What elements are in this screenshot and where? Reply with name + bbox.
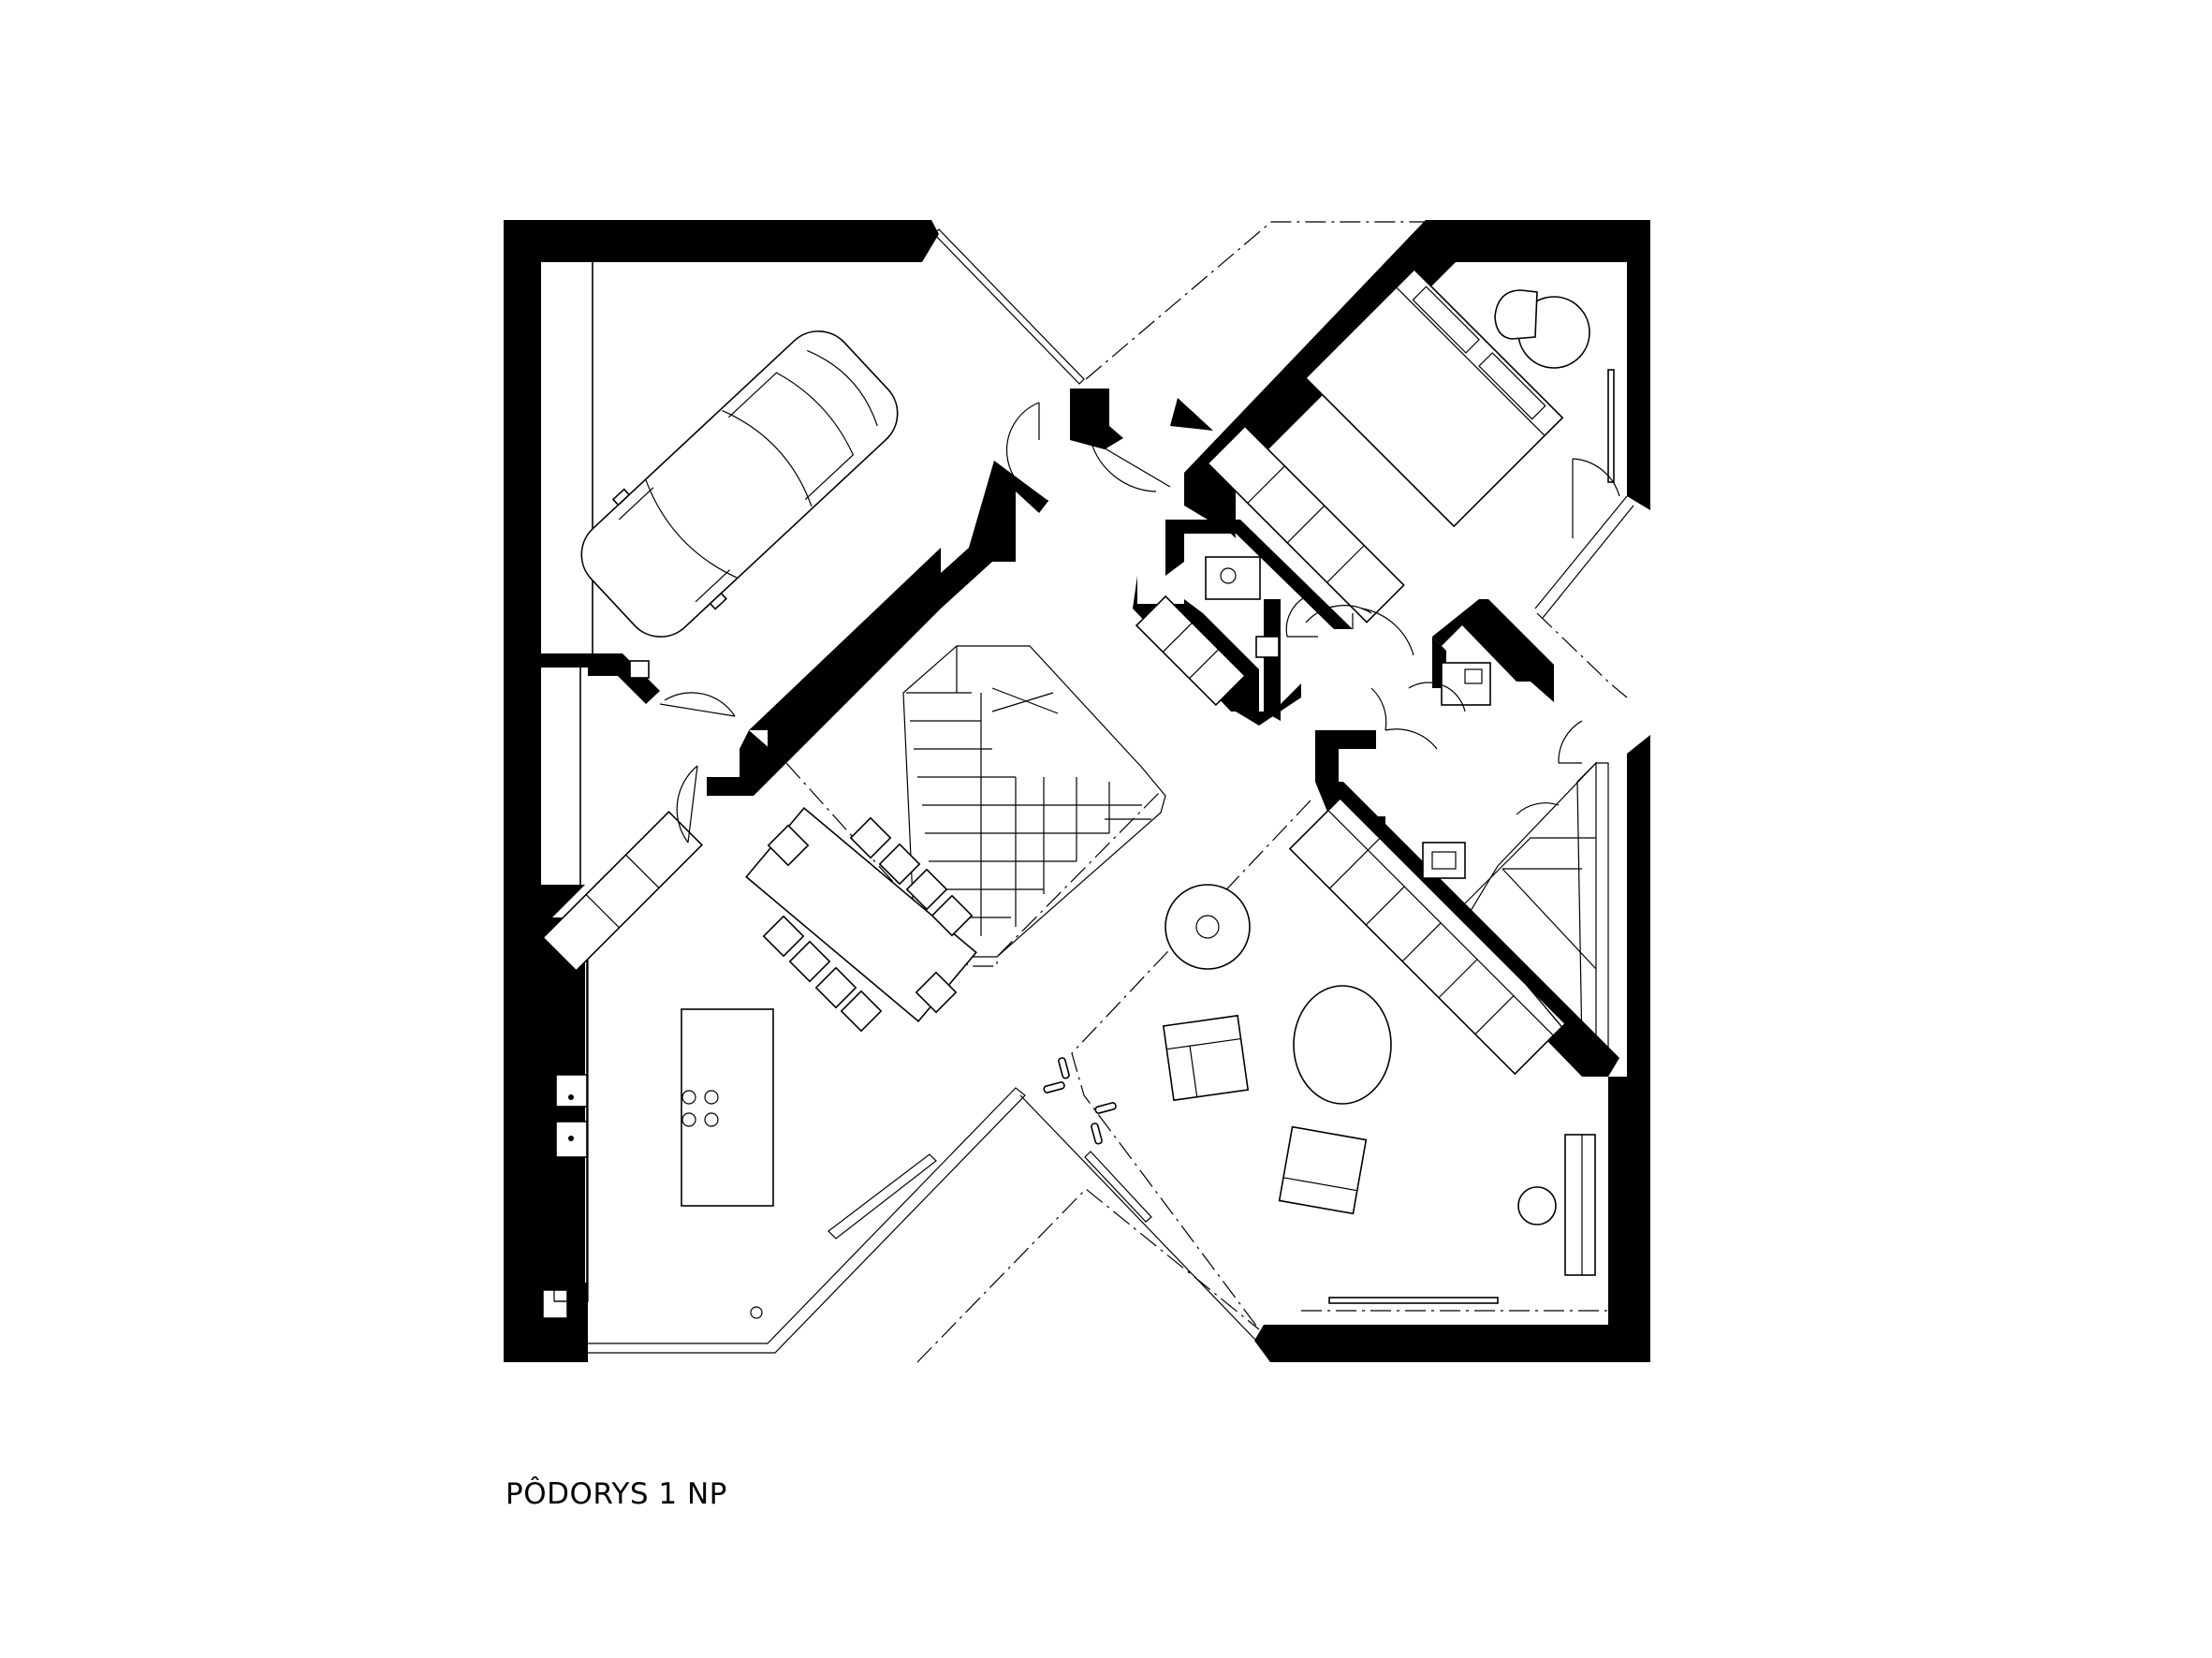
armchair-upper xyxy=(1162,1014,1250,1102)
door-swing-tech xyxy=(1408,682,1466,712)
sink-icon xyxy=(555,1074,588,1108)
wall-living-stub xyxy=(1315,730,1376,782)
car-icon xyxy=(580,330,899,638)
staircase xyxy=(902,645,1166,958)
armchair-lower xyxy=(1278,1125,1368,1215)
glazing-kitchen xyxy=(588,1087,1026,1354)
door-swing-hallway xyxy=(1305,605,1372,624)
door-handles xyxy=(1043,1057,1117,1145)
stair-treads xyxy=(906,646,1151,936)
glazing-living xyxy=(1019,1094,1255,1340)
door-swing-bedroom xyxy=(1572,458,1620,497)
dining-chairs xyxy=(762,816,974,1033)
door-swing-closet xyxy=(1558,720,1583,764)
bedroom-chair xyxy=(1494,289,1538,340)
wall-garage-corner xyxy=(588,653,660,704)
wall-tech-room xyxy=(1432,599,1554,702)
wardrobe xyxy=(1207,425,1405,624)
kitchen-island xyxy=(681,1008,774,1207)
door-swing-entrance xyxy=(1090,439,1157,492)
kitchen xyxy=(542,765,1026,1354)
floor-lamp xyxy=(1517,1186,1557,1225)
entry-pillar-base xyxy=(1070,426,1123,449)
wall-garage-stair xyxy=(941,461,1048,609)
wall-bath-right xyxy=(1264,599,1281,721)
sliding-panel-living xyxy=(1084,1151,1152,1223)
door-swing-hall xyxy=(1361,608,1414,656)
storage-cabinet xyxy=(1135,594,1247,707)
sliding-panel-kitchen xyxy=(828,1153,937,1240)
wall-stair-foot xyxy=(707,730,786,796)
garage xyxy=(580,228,1085,717)
utility-box xyxy=(629,660,650,679)
column-niche xyxy=(542,1289,568,1319)
wall-bath-block xyxy=(1133,520,1301,726)
cooktop-icon xyxy=(681,1090,719,1127)
column-marker xyxy=(750,1306,763,1319)
round-table xyxy=(1165,884,1251,970)
roof-outline-right xyxy=(1536,612,1628,698)
door-swing-pantry xyxy=(676,765,698,844)
door-swing-utility xyxy=(1384,728,1438,750)
bottom-outline xyxy=(916,1188,1260,1363)
washbasin xyxy=(1205,556,1261,600)
sofa xyxy=(1288,797,1567,1076)
kitchen-cabinets-diagonal xyxy=(542,811,703,972)
utility-rooms xyxy=(1370,662,1609,1069)
toilet-icon xyxy=(1255,636,1280,658)
washing-machine xyxy=(1422,842,1466,879)
coffee-table xyxy=(1293,985,1392,1105)
wall-bedroom-entry xyxy=(1184,473,1236,520)
wall-stair-diagonal xyxy=(749,548,941,763)
plan-caption: PÔDORYS 1 NP xyxy=(505,1477,727,1511)
roof-outline-top xyxy=(1085,221,1426,380)
window-living xyxy=(1328,1297,1499,1304)
bathroom-block xyxy=(1135,556,1414,707)
window-bedroom xyxy=(1607,369,1615,483)
bedroom xyxy=(1207,268,1634,624)
wall-diagonal-right xyxy=(1184,220,1446,494)
door-swing-wardrobe xyxy=(1516,802,1560,815)
door-swing-bathroom xyxy=(1285,594,1311,638)
entrance-arrow-icon xyxy=(1170,398,1213,431)
double-bed xyxy=(1304,268,1564,528)
wall-closet-diagonal xyxy=(1222,520,1353,629)
glazing-bedroom xyxy=(1534,495,1628,609)
wall-top-left xyxy=(504,220,939,1362)
door-swing-garage-hall xyxy=(664,692,736,717)
wall-right-lower xyxy=(1254,735,1650,1362)
garage-door xyxy=(933,228,1085,385)
door-swing-garage xyxy=(1005,402,1049,502)
dining-area xyxy=(745,806,977,1033)
wall-bottom-right xyxy=(1254,1325,1285,1362)
living-room xyxy=(1019,797,1596,1340)
tv-bench xyxy=(1564,1134,1596,1276)
